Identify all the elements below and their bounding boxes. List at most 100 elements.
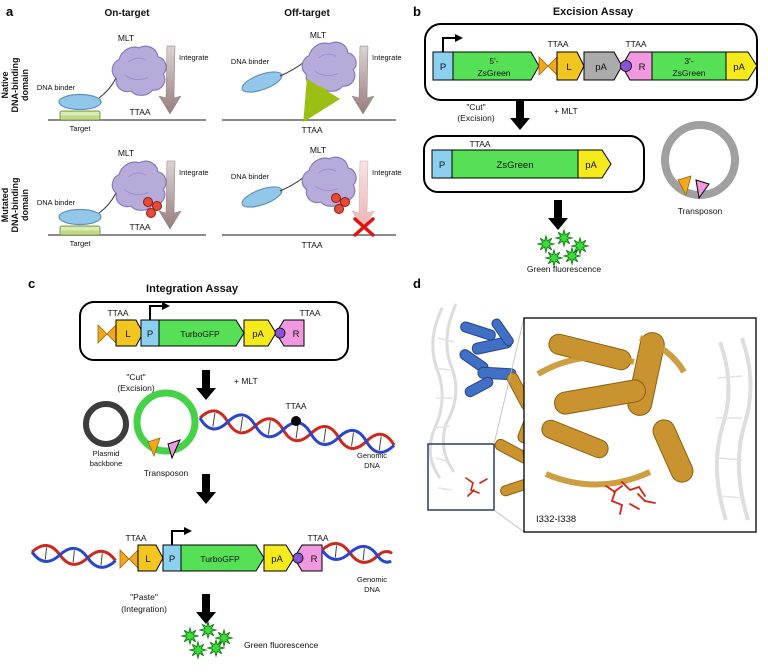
ttaa-label: TTAA bbox=[307, 533, 328, 543]
pa-gray-box bbox=[583, 51, 623, 81]
step-arrow-icon bbox=[196, 370, 216, 400]
native-off-target-diagram: DNA binder MLT Integrate TTAA bbox=[222, 30, 402, 135]
plasmid-backbone-circle: Plasmid backbone bbox=[83, 401, 129, 468]
integration-donor-plasmid: TTAA L P TurboGFP pA R TTAA bbox=[79, 301, 349, 361]
mlt-protein bbox=[111, 45, 167, 96]
panel-b-title: Excision Assay bbox=[553, 6, 634, 18]
plasmid-outline bbox=[79, 301, 349, 361]
residue-range-label: I332-I338 bbox=[536, 514, 576, 525]
excised-transposon-circle: Transposon bbox=[133, 389, 199, 478]
itr-r-box bbox=[293, 544, 323, 572]
itr-l-box bbox=[137, 544, 164, 572]
dna-binder-oval bbox=[241, 186, 283, 208]
step-arrow-icon bbox=[196, 594, 216, 624]
svg-text:DNA: DNA bbox=[364, 585, 380, 594]
svg-text:P: P bbox=[439, 160, 445, 171]
itr-right-icon bbox=[167, 439, 181, 460]
svg-text:Genomic: Genomic bbox=[357, 575, 387, 584]
plasmid-outline bbox=[424, 23, 758, 101]
green-fluorescence-label: Green fluorescence bbox=[527, 264, 601, 274]
callout-lines bbox=[493, 317, 525, 533]
dna-binder-oval bbox=[58, 93, 102, 111]
pa-yellow-box bbox=[243, 319, 277, 347]
dna-strand-ghost bbox=[441, 303, 458, 473]
promoter-box-label: P bbox=[440, 62, 446, 73]
itr-l-box bbox=[115, 319, 144, 347]
dna-binder-label: DNA binder bbox=[231, 172, 270, 181]
promoter-arrow-icon bbox=[442, 33, 464, 53]
cut-label: "Cut" bbox=[466, 102, 485, 112]
zsgreen-3-box bbox=[651, 51, 727, 81]
svg-text:pA: pA bbox=[733, 62, 745, 73]
off-target-arrow bbox=[303, 78, 341, 123]
svg-text:DNA-binding: DNA-binding bbox=[10, 58, 20, 113]
svg-text:L: L bbox=[125, 329, 130, 340]
mlt-protein bbox=[301, 41, 357, 92]
svg-text:Plasmid: Plasmid bbox=[93, 449, 120, 458]
dna-strand-ghost bbox=[736, 337, 753, 521]
integrate-label: Integrate bbox=[179, 53, 209, 62]
target-label: Target bbox=[70, 124, 92, 133]
dna-binder-label: DNA binder bbox=[37, 83, 76, 92]
pa-yellow-box bbox=[725, 51, 758, 81]
svg-text:L: L bbox=[566, 62, 571, 73]
itr-r-dot-icon bbox=[274, 327, 286, 339]
column-header-on-target: On-target bbox=[105, 8, 151, 19]
ttaa-label: TTAA bbox=[285, 401, 306, 411]
integration-label: (Integration) bbox=[121, 604, 167, 614]
svg-text:ZsGreen: ZsGreen bbox=[497, 160, 534, 171]
panel-c-title: Integration Assay bbox=[146, 283, 239, 295]
panel-c-label: c bbox=[28, 276, 36, 291]
residue-sticks bbox=[465, 477, 488, 497]
svg-text:P: P bbox=[169, 554, 175, 565]
integrate-label: Integrate bbox=[372, 53, 402, 62]
itr-left-icon bbox=[97, 324, 117, 344]
dna-binder-label: DNA binder bbox=[231, 57, 270, 66]
panel-a-label: a bbox=[6, 4, 14, 19]
svg-text:domain: domain bbox=[20, 69, 30, 101]
zsgreen-5-box bbox=[452, 51, 540, 81]
mlt-label: MLT bbox=[118, 148, 134, 158]
turbogfp-box bbox=[158, 319, 245, 347]
itr-left-icon bbox=[147, 437, 161, 458]
fluorescence-cluster bbox=[181, 621, 233, 659]
svg-text:L: L bbox=[145, 554, 150, 565]
mutated-off-target-diagram: DNA binder MLT Integrate TTAA bbox=[222, 145, 402, 250]
excision-reporter-plasmid: P 5'- ZsGreen TTAA L pA TTAA R 3'- ZsGre… bbox=[424, 23, 758, 101]
svg-text:TurboGFP: TurboGFP bbox=[180, 329, 220, 339]
transposon-label: Transposon bbox=[144, 468, 189, 478]
linker bbox=[98, 192, 117, 214]
row-header-native: Native DNA-binding domain bbox=[0, 58, 30, 113]
row-header-mutated: Mutated DNA-binding domain bbox=[0, 178, 30, 233]
svg-text:3'-: 3'- bbox=[684, 56, 693, 66]
linker bbox=[98, 77, 117, 99]
itr-right-icon bbox=[695, 179, 710, 200]
svg-text:pA: pA bbox=[252, 329, 264, 340]
itr-left-icon bbox=[538, 56, 558, 76]
panel-b-graphic: Excision Assay P 5'- ZsGreen TTAA L pA T… bbox=[423, 6, 758, 274]
panel-b-label: b bbox=[413, 4, 421, 19]
step-arrow-icon bbox=[196, 474, 216, 504]
ttaa-label: TTAA bbox=[107, 308, 128, 318]
turbogfp-box bbox=[180, 544, 265, 572]
svg-text:ZsGreen: ZsGreen bbox=[477, 68, 510, 78]
mlt-label: MLT bbox=[118, 33, 134, 43]
svg-text:pA: pA bbox=[271, 554, 283, 565]
linker bbox=[279, 176, 305, 192]
ttaa-site-dot bbox=[291, 416, 301, 426]
ttaa-label: TTAA bbox=[547, 39, 568, 49]
svg-text:R: R bbox=[311, 554, 318, 565]
backbone-ring bbox=[83, 401, 129, 447]
transposon-ring bbox=[133, 389, 199, 455]
promoter-arrow-icon bbox=[171, 526, 193, 546]
dna-binder-oval bbox=[241, 71, 283, 93]
blue-domain-ribbons bbox=[459, 318, 517, 398]
integrate-arrow bbox=[351, 45, 375, 115]
panel-d-graphic: I332-I338 bbox=[427, 303, 757, 533]
svg-text:R: R bbox=[639, 62, 646, 73]
ttaa-label: TTAA bbox=[301, 125, 322, 135]
itr-l-box bbox=[556, 51, 585, 81]
dna-strand-ghost bbox=[428, 307, 444, 479]
promoter-arrow-icon bbox=[149, 301, 171, 321]
